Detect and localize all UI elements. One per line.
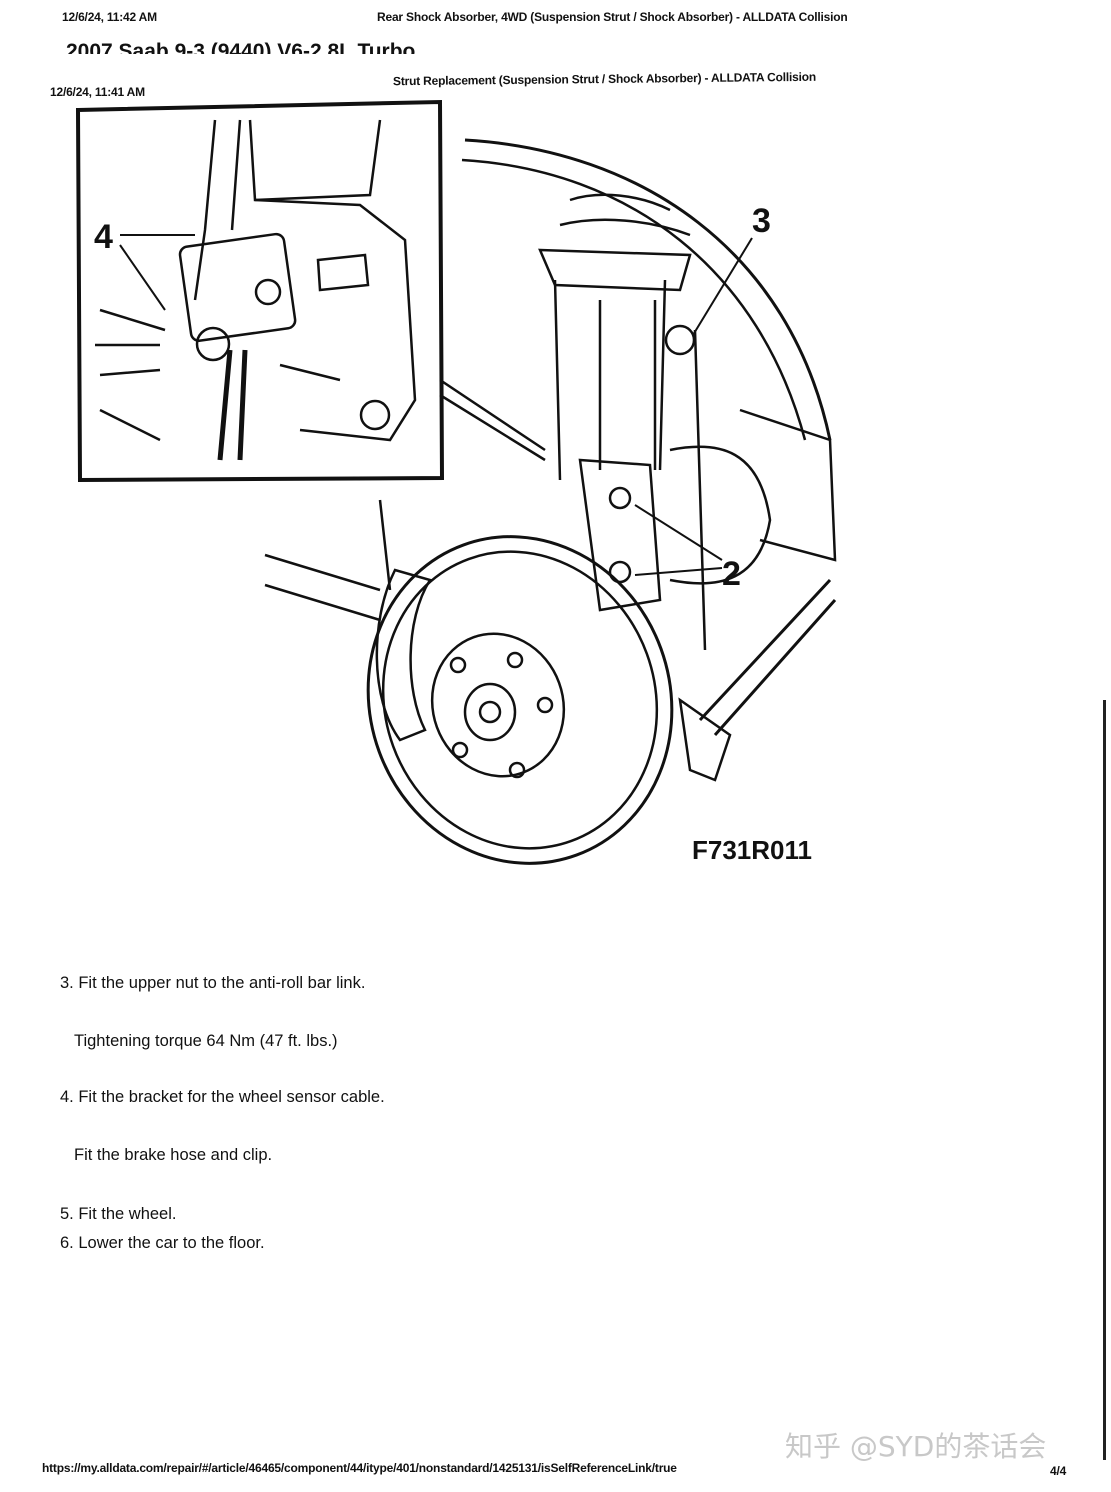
step-5: 5. Fit the wheel. [60,1205,177,1223]
brake-disc [366,535,674,865]
inner-timestamp: 12/6/24, 11:41 AM [50,85,145,99]
page-number: 4/4 [1050,1464,1067,1478]
step-6: 6. Lower the car to the floor. [60,1234,265,1252]
scan-edge [1103,700,1106,1460]
watermark: 知乎 @SYD的茶话会 [785,1430,1047,1463]
strut-diagram: 3 4 2 [75,99,837,865]
callout-3: 3 [752,202,771,240]
step-3: 3. Fit the upper nut to the anti-roll ba… [60,974,366,992]
footer-url: https://my.alldata.com/repair/#/article/… [42,1461,677,1475]
step-4: 4. Fit the bracket for the wheel sensor … [60,1088,385,1106]
figure-id: F731R011 [692,835,812,865]
callout-leaders [119,234,753,576]
torque-note: Tightening torque 64 Nm (47 ft. lbs.) [74,1032,338,1050]
print-title: Rear Shock Absorber, 4WD (Suspension Str… [377,10,848,24]
callout-2: 2 [722,555,741,593]
callout-4: 4 [94,218,113,256]
inset-detail [75,99,445,483]
cut-off-heading: 2007 Saab 9-3 (9440) V6-2.8L Turbo [66,40,416,54]
step-4-note: Fit the brake hose and clip. [74,1146,273,1164]
print-timestamp: 12/6/24, 11:42 AM [62,10,157,24]
